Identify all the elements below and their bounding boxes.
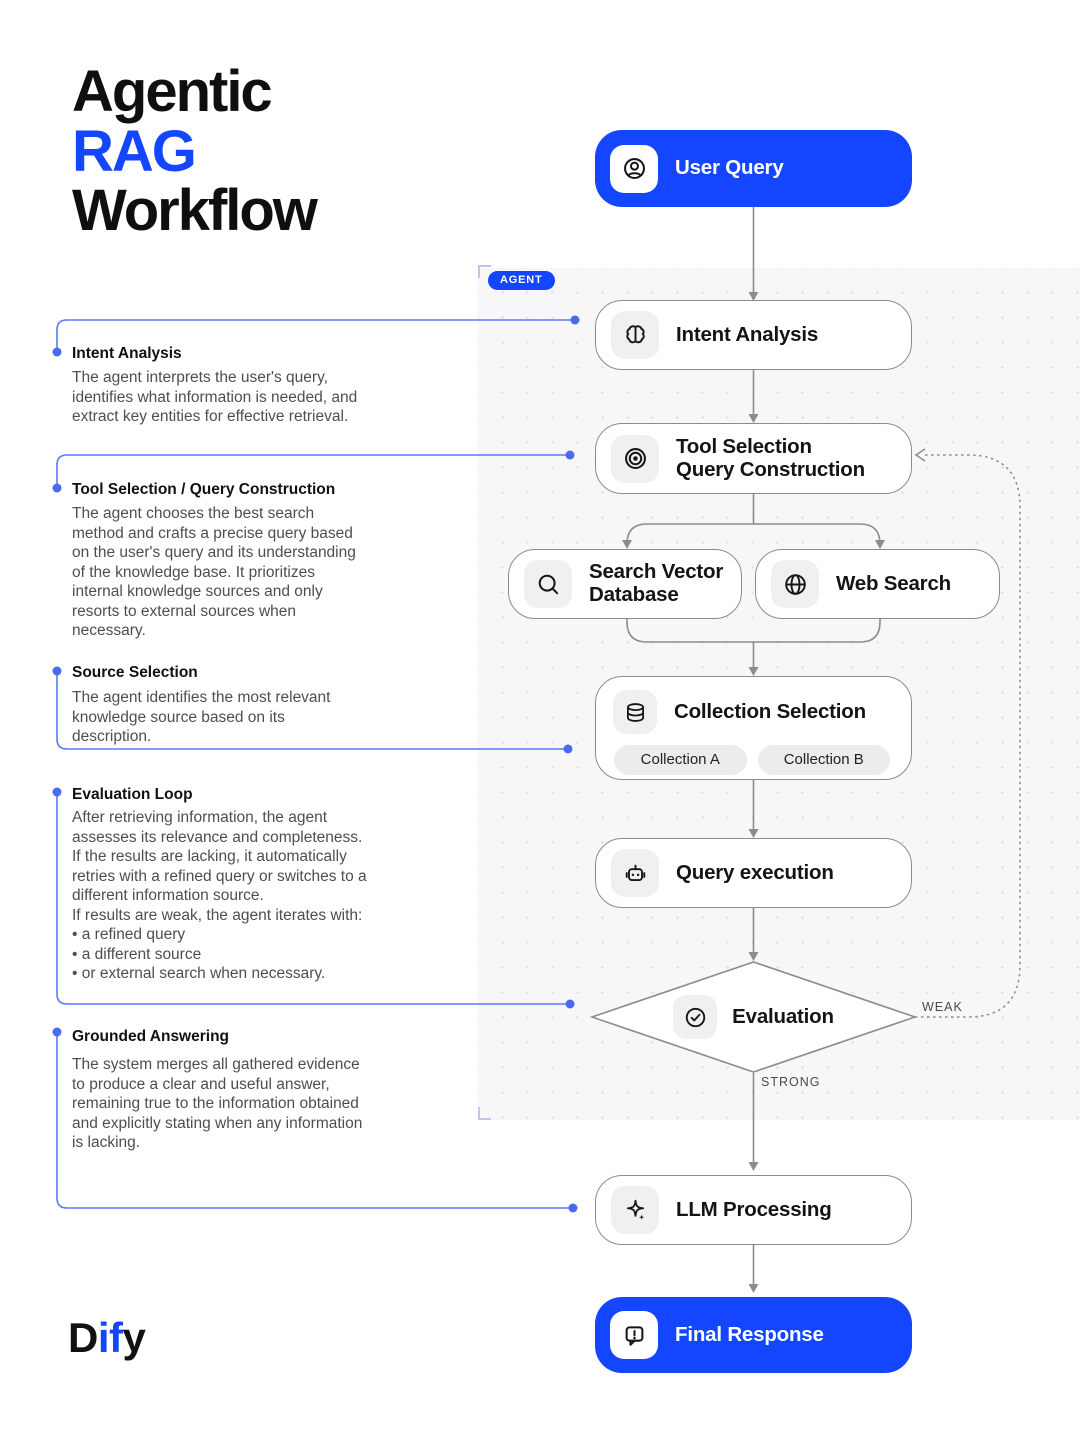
node-label-line2: Query Construction [676, 457, 865, 481]
collection-chips: Collection A Collection B [614, 745, 890, 775]
node-label: Intent Analysis [676, 322, 819, 346]
node-search-vector-database: Search Vector Database [508, 549, 742, 619]
node-web-search: Web Search [755, 549, 1000, 619]
node-label-line1: Search Vector [589, 560, 724, 584]
annotation-grounded-answering-heading: Grounded Answering [72, 1028, 230, 1045]
node-label-line1: Tool Selection [676, 434, 812, 458]
evaluation-diamond-shape [590, 961, 917, 1073]
annotation-tool-selection-body: The agent chooses the best search method… [72, 505, 356, 640]
node-llm-processing: LLM Processing [595, 1175, 912, 1245]
annotation-grounded-answering-body: The system merges all gathered evidence … [72, 1056, 363, 1152]
node-query-execution: Query execution [595, 838, 912, 908]
node-label: Collection Selection [674, 699, 866, 723]
database-icon [613, 690, 657, 734]
collection-a-chip: Collection A [614, 745, 747, 775]
node-evaluation: Evaluation [590, 960, 917, 1074]
target-icon [611, 434, 659, 483]
annotation-source-selection-heading: Source Selection [72, 664, 198, 681]
node-label: Search Vector Database [589, 560, 724, 607]
collection-b-chip: Collection B [757, 745, 890, 775]
node-label: Tool Selection Query Construction [676, 434, 865, 482]
title-line-2: RAG [72, 118, 197, 184]
annotation-evaluation-loop-heading: Evaluation Loop [72, 786, 193, 803]
page-title: Agentic RAG Workflow [72, 59, 318, 244]
logo-letter-y: y [122, 1314, 146, 1361]
weak-edge-label: WEAK [922, 1000, 963, 1014]
annotation-evaluation-loop-body: After retrieving information, the agent … [72, 809, 367, 983]
robot-icon [611, 849, 659, 897]
title-line-1: Agentic [72, 59, 273, 124]
logo-letters-if: if [97, 1314, 123, 1361]
node-tool-selection: Tool Selection Query Construction [595, 423, 912, 494]
annotation-source-selection-body: The agent identifies the most relevant k… [72, 689, 331, 746]
agent-badge: AGENT [488, 271, 555, 290]
brain-icon [611, 311, 659, 359]
node-label: Final Response [675, 1322, 824, 1346]
region-corner-bottom-left [478, 1107, 491, 1120]
region-corner-top-left [478, 265, 491, 278]
node-label: User Query [675, 156, 784, 180]
node-user-query: User Query [595, 130, 912, 207]
message-exclamation-icon [610, 1311, 658, 1359]
node-collection-selection: Collection Selection Collection A Collec… [595, 676, 912, 780]
sparkles-icon [611, 1186, 659, 1234]
dify-logo: Dify [68, 1314, 146, 1362]
annotation-intent-analysis-body: The agent interprets the user's query, i… [72, 369, 358, 426]
node-label: Evaluation [732, 1004, 834, 1028]
search-icon [524, 560, 572, 608]
logo-letter-d: D [68, 1314, 98, 1361]
node-label: Web Search [836, 571, 951, 595]
user-icon [610, 144, 658, 193]
collection-title-row: Collection Selection [613, 690, 890, 734]
annotation-tool-selection-heading: Tool Selection / Query Construction [72, 481, 336, 498]
node-label: LLM Processing [676, 1197, 832, 1221]
node-label-line2: Database [589, 583, 679, 606]
annotation-intent-analysis-heading: Intent Analysis [72, 345, 182, 362]
node-final-response: Final Response [595, 1297, 912, 1373]
check-circle-icon [673, 995, 718, 1039]
globe-icon [771, 560, 819, 608]
node-label: Query execution [676, 860, 834, 884]
title-line-3: Workflow [72, 178, 318, 244]
node-intent-analysis: Intent Analysis [595, 300, 912, 370]
strong-edge-label: STRONG [761, 1075, 821, 1089]
